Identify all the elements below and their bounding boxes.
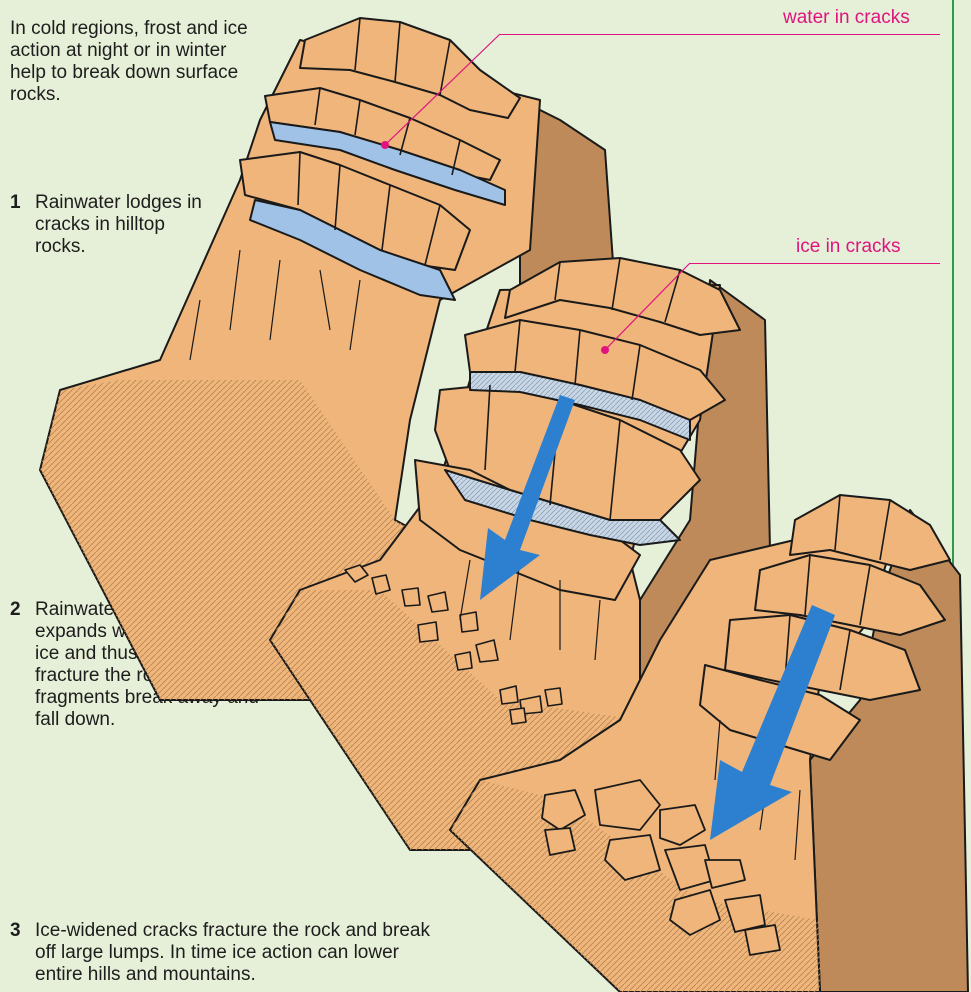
ice-pointer-dot [601,346,609,354]
water-pointer-dot [381,141,389,149]
